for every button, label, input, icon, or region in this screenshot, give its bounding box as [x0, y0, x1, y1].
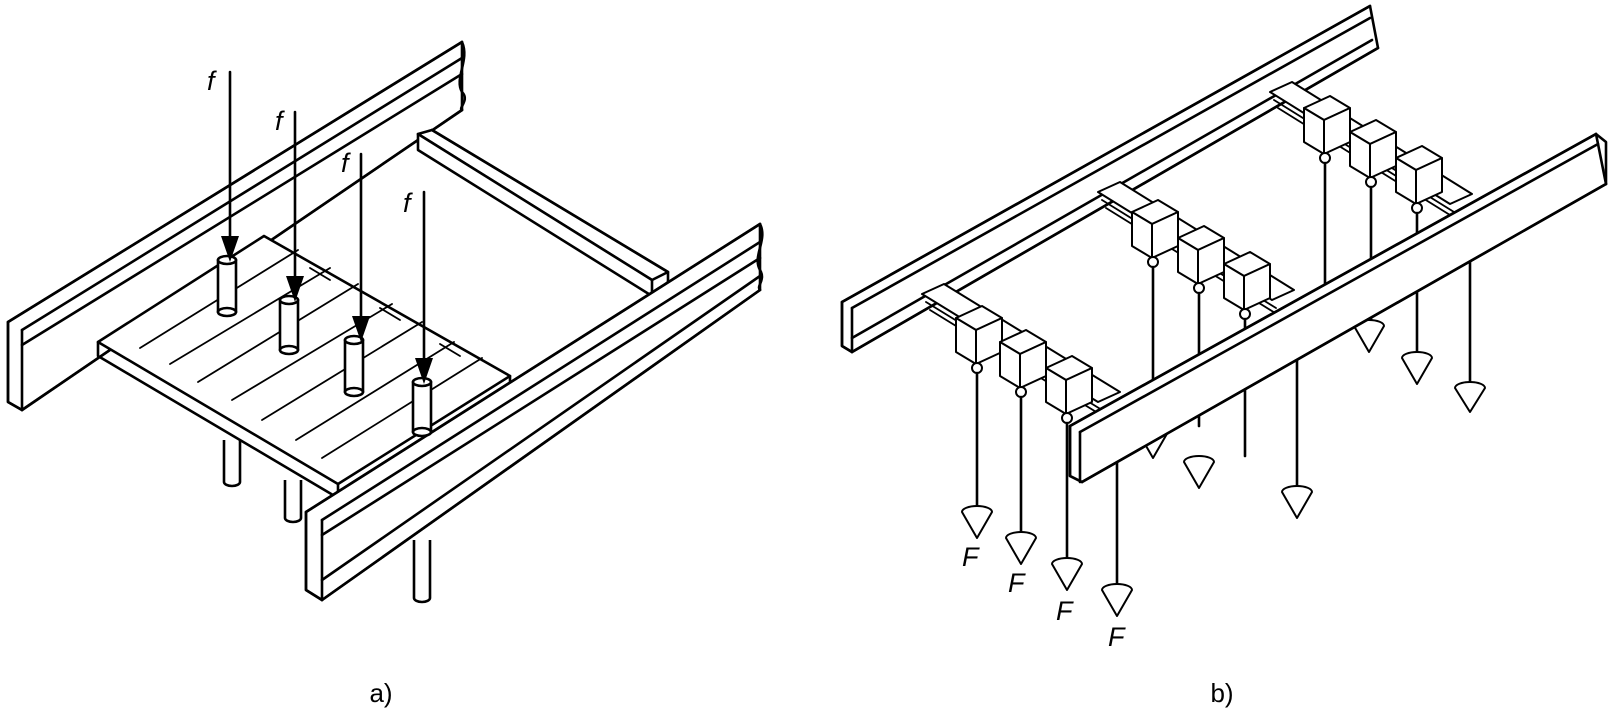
clamp-2-1 — [1131, 199, 1179, 268]
clamp-1-2 — [999, 329, 1047, 398]
force-arrow-2 — [286, 110, 304, 302]
lower-pins — [222, 440, 432, 604]
back-cross-beam — [416, 128, 670, 298]
right-main-beam — [304, 222, 764, 602]
clamp-3-3 — [1395, 145, 1443, 214]
caption-b: b) — [1210, 678, 1233, 708]
force-label-f-4: f — [403, 188, 413, 218]
clamp-2-2 — [1177, 225, 1225, 294]
clamp-1-3 — [1045, 355, 1093, 424]
clamp-3-1 — [1303, 95, 1351, 164]
panel-a: f f f f a) — [6, 40, 764, 708]
pin-2 — [278, 294, 300, 356]
force-label-F-2: F — [1008, 568, 1026, 598]
pin-4 — [411, 376, 433, 438]
force-label-f-1: f — [207, 66, 217, 96]
force-arrow-4 — [415, 190, 433, 384]
force-arrow-1 — [221, 70, 239, 262]
left-main-beam — [6, 40, 467, 412]
caption-a: a) — [369, 678, 392, 708]
clamp-2-3 — [1223, 251, 1271, 320]
front-main-beam — [1068, 132, 1608, 484]
force-label-F-1: F — [962, 542, 980, 572]
panel-b: F F F F b) — [840, 4, 1608, 708]
pin-1 — [216, 254, 238, 318]
force-label-F-3: F — [1056, 596, 1074, 626]
clamp-1-1 — [955, 305, 1003, 374]
force-label-f-2: f — [275, 106, 285, 136]
force-label-F-4: F — [1108, 622, 1126, 652]
clamp-3-2 — [1349, 119, 1397, 188]
force-arrow-3 — [352, 152, 370, 342]
pin-3 — [343, 334, 365, 398]
force-label-f-3: f — [341, 148, 351, 178]
